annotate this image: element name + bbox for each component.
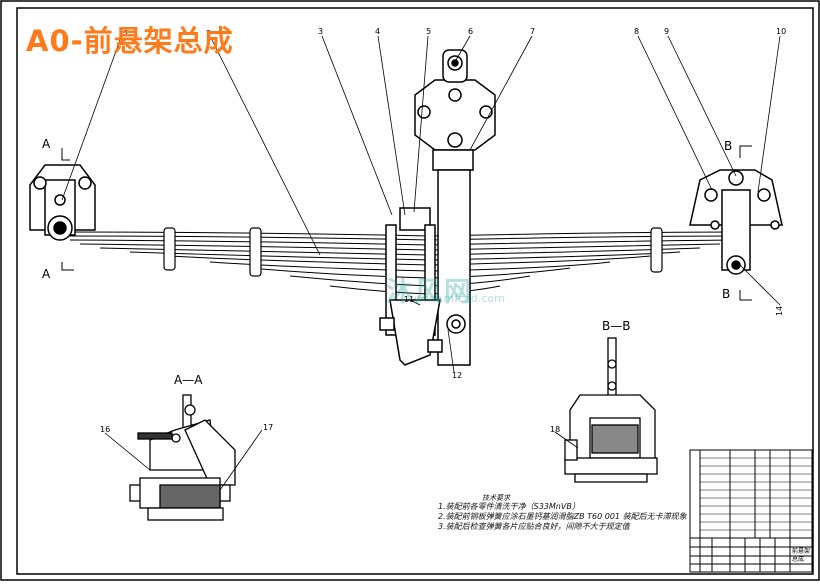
technical-notes: 技术要求 1.装配前各零件清洗干净（S33MnVB） 2.装配前钢板弹簧应涂石墨… [438,494,687,532]
title-block [689,449,813,573]
callout-10: 10 [776,27,786,36]
callout-14: 14 [775,306,784,316]
title-block-name: 前悬架 [792,547,810,555]
inner-border [16,7,814,575]
spring-clips [163,227,663,277]
drawing-title: A0-前悬架总成 [26,24,234,58]
title-block-sub: 总成 [792,555,804,563]
section-bb [564,337,658,483]
callout-8: 8 [634,27,639,36]
note-line-3: 3.装配后检查弹簧各片应贴合良好，间隙不大于规定值 [438,522,630,531]
note-line-1: 1.装配前各零件清洗干净（S33MnVB） [438,502,580,511]
callout-1: 1 [124,29,129,38]
left-bracket [29,164,96,241]
notes-heading: 技术要求 [482,494,510,502]
note-line-2: 2.装配前钢板弹簧应涂石墨钙基润滑脂ZB T60 001 装配后无卡滞现象 [438,512,687,521]
view-aa-label: A—A [174,373,203,387]
section-label-a-top: A [42,137,51,151]
callout-5: 5 [426,27,431,36]
leader-lines [61,35,781,373]
right-bracket [689,169,783,275]
callout-9: 9 [664,27,669,36]
section-markers [61,145,752,301]
callout-12: 12 [452,371,462,380]
bom-rows [700,457,812,531]
callout-18: 18 [550,425,560,434]
section-label-a-bottom: A [42,267,51,281]
section-label-b-bottom: B [722,287,730,301]
section-aa [129,394,236,521]
callout-7: 7 [530,27,535,36]
center-clamp [379,207,466,366]
callout-16: 16 [100,425,110,434]
callout-3: 3 [318,27,323,36]
callout-2: 2 [206,29,211,38]
callout-4: 4 [375,27,380,36]
callout-17: 17 [263,423,273,432]
section-label-b-top: B [724,139,732,153]
view-bb-label: B—B [602,319,630,333]
shock-absorber [414,49,496,366]
callout-11: 11 [404,295,414,304]
watermark-main: 沐风网 [386,277,473,308]
callout-6: 6 [468,27,473,36]
watermark-sub: www.mfcad.com [414,292,505,305]
